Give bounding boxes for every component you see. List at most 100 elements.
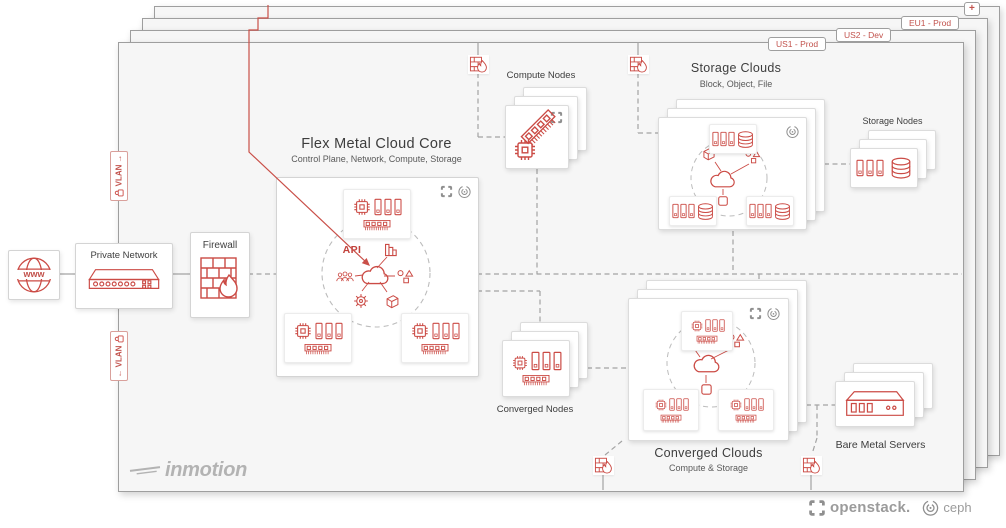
converged-platform-logos	[749, 306, 781, 321]
tab-label: US2 - Dev	[844, 30, 884, 40]
converged-nodes-title: Converged Nodes	[496, 404, 574, 415]
firewall-link-icon	[628, 55, 649, 74]
api-label: API	[342, 244, 362, 256]
server-binder-icon	[384, 197, 392, 217]
firewall-link-icon	[468, 55, 489, 74]
server-binder-icon	[705, 318, 711, 333]
openstack-wordmark: openstack.	[830, 499, 911, 516]
add-page-label: +	[969, 3, 975, 14]
platform-logos-footer: openstack. ceph	[808, 498, 972, 517]
server-binder-icon	[325, 321, 333, 341]
server-binder-icon	[688, 202, 695, 220]
server-binder-icon	[712, 318, 718, 333]
add-page-button[interactable]: +	[964, 2, 980, 16]
firewall-link-icon	[801, 456, 822, 475]
openstack-logo	[440, 185, 453, 198]
storage-node	[746, 196, 794, 226]
cpu-icon	[690, 319, 704, 333]
bare-metal-stack	[835, 363, 933, 427]
disk-stack-icon	[696, 202, 715, 221]
server-binder-icon	[315, 321, 323, 341]
disk-stack-icon	[773, 202, 792, 221]
cpu-icon	[512, 137, 538, 163]
vlan-top-arrow: →	[114, 154, 124, 163]
core-node	[343, 189, 411, 239]
server-binder-icon	[757, 202, 764, 220]
network-switch-icon	[84, 265, 164, 294]
storage-clouds-stack	[658, 99, 825, 230]
ram-icon	[657, 414, 685, 424]
firewall-link-icon	[593, 456, 614, 475]
core-node	[284, 313, 352, 363]
server-binder-icon	[531, 350, 540, 372]
cpu-icon	[352, 197, 372, 217]
ceph-logo	[766, 306, 781, 321]
server-binder-icon	[765, 202, 772, 220]
firewall-brick-flame-icon	[198, 255, 242, 303]
converged-node	[643, 389, 699, 431]
server-binder-icon	[876, 157, 884, 179]
inmotion-swoosh-icon	[128, 463, 162, 478]
vlan-bottom-label: VLAN	[114, 345, 124, 368]
tab-label: US1 - Prod	[776, 39, 819, 49]
server-binder-icon	[758, 397, 764, 412]
cpu-icon	[511, 354, 529, 372]
converged-node	[718, 389, 774, 431]
tab-us2-dev[interactable]: US2 - Dev	[836, 28, 892, 43]
core-node	[401, 313, 469, 363]
server-binder-icon	[744, 397, 750, 412]
vlan-bottom-arrow: ←	[114, 369, 124, 378]
core-card: API	[276, 177, 479, 377]
disk-stack-icon	[889, 156, 913, 180]
server-binder-icon	[683, 397, 689, 412]
ceph-logo	[921, 498, 940, 517]
server-binder-icon	[676, 397, 682, 412]
cpu-icon	[293, 321, 313, 341]
server-binder-icon	[728, 130, 735, 148]
cpu-icon	[654, 398, 668, 412]
server-binder-icon	[553, 350, 562, 372]
inmotion-logo: inmotion	[128, 459, 247, 482]
tab-eu1-prod[interactable]: EU1 - Prod	[901, 16, 960, 31]
ceph-logo	[457, 184, 472, 199]
tab-label: EU1 - Prod	[909, 18, 952, 28]
ceph-logo	[785, 124, 800, 139]
firewall-box: Firewall	[190, 232, 250, 318]
tab-us1-prod[interactable]: US1 - Prod	[768, 37, 827, 52]
ram-icon	[300, 343, 336, 356]
inmotion-wordmark: inmotion	[165, 459, 248, 481]
server-binder-icon	[866, 157, 874, 179]
openstack-logo	[749, 307, 762, 320]
firewall-title: Firewall	[202, 240, 238, 251]
converged-clouds-title: Converged Clouds	[654, 446, 763, 460]
server-binder-icon	[452, 321, 460, 341]
compute-nodes-title: Compute Nodes	[506, 70, 576, 81]
server-binder-icon	[720, 130, 727, 148]
ram-icon	[518, 374, 554, 387]
storage-nodes-title: Storage Nodes	[862, 116, 923, 126]
converged-node	[681, 311, 733, 351]
ram-icon	[417, 343, 453, 356]
lock-icon	[114, 335, 125, 344]
ram-icon	[693, 335, 721, 345]
converged-clouds-subtitle: Compute & Storage	[668, 463, 749, 473]
lock-icon	[114, 188, 125, 197]
server-binder-icon	[751, 397, 757, 412]
server-binder-icon	[719, 318, 725, 333]
storage-clouds-subtitle: Block, Object, File	[699, 79, 773, 89]
www-label: www	[9, 270, 59, 279]
www-internet-box: www	[8, 250, 60, 300]
server-binder-icon	[432, 321, 440, 341]
rack-server-icon	[842, 387, 908, 421]
server-binder-icon	[856, 157, 864, 179]
server-binder-icon	[374, 197, 382, 217]
private-network-box: Private Network	[75, 243, 173, 309]
cpu-icon	[410, 321, 430, 341]
ceph-wordmark: ceph	[943, 500, 972, 515]
vlan-top-label: VLAN	[114, 164, 124, 187]
server-binder-icon	[680, 202, 687, 220]
private-network-title: Private Network	[90, 250, 158, 261]
storage-clouds-title: Storage Clouds	[690, 61, 782, 75]
cpu-icon	[729, 398, 743, 412]
converged-clouds-stack	[628, 280, 807, 441]
